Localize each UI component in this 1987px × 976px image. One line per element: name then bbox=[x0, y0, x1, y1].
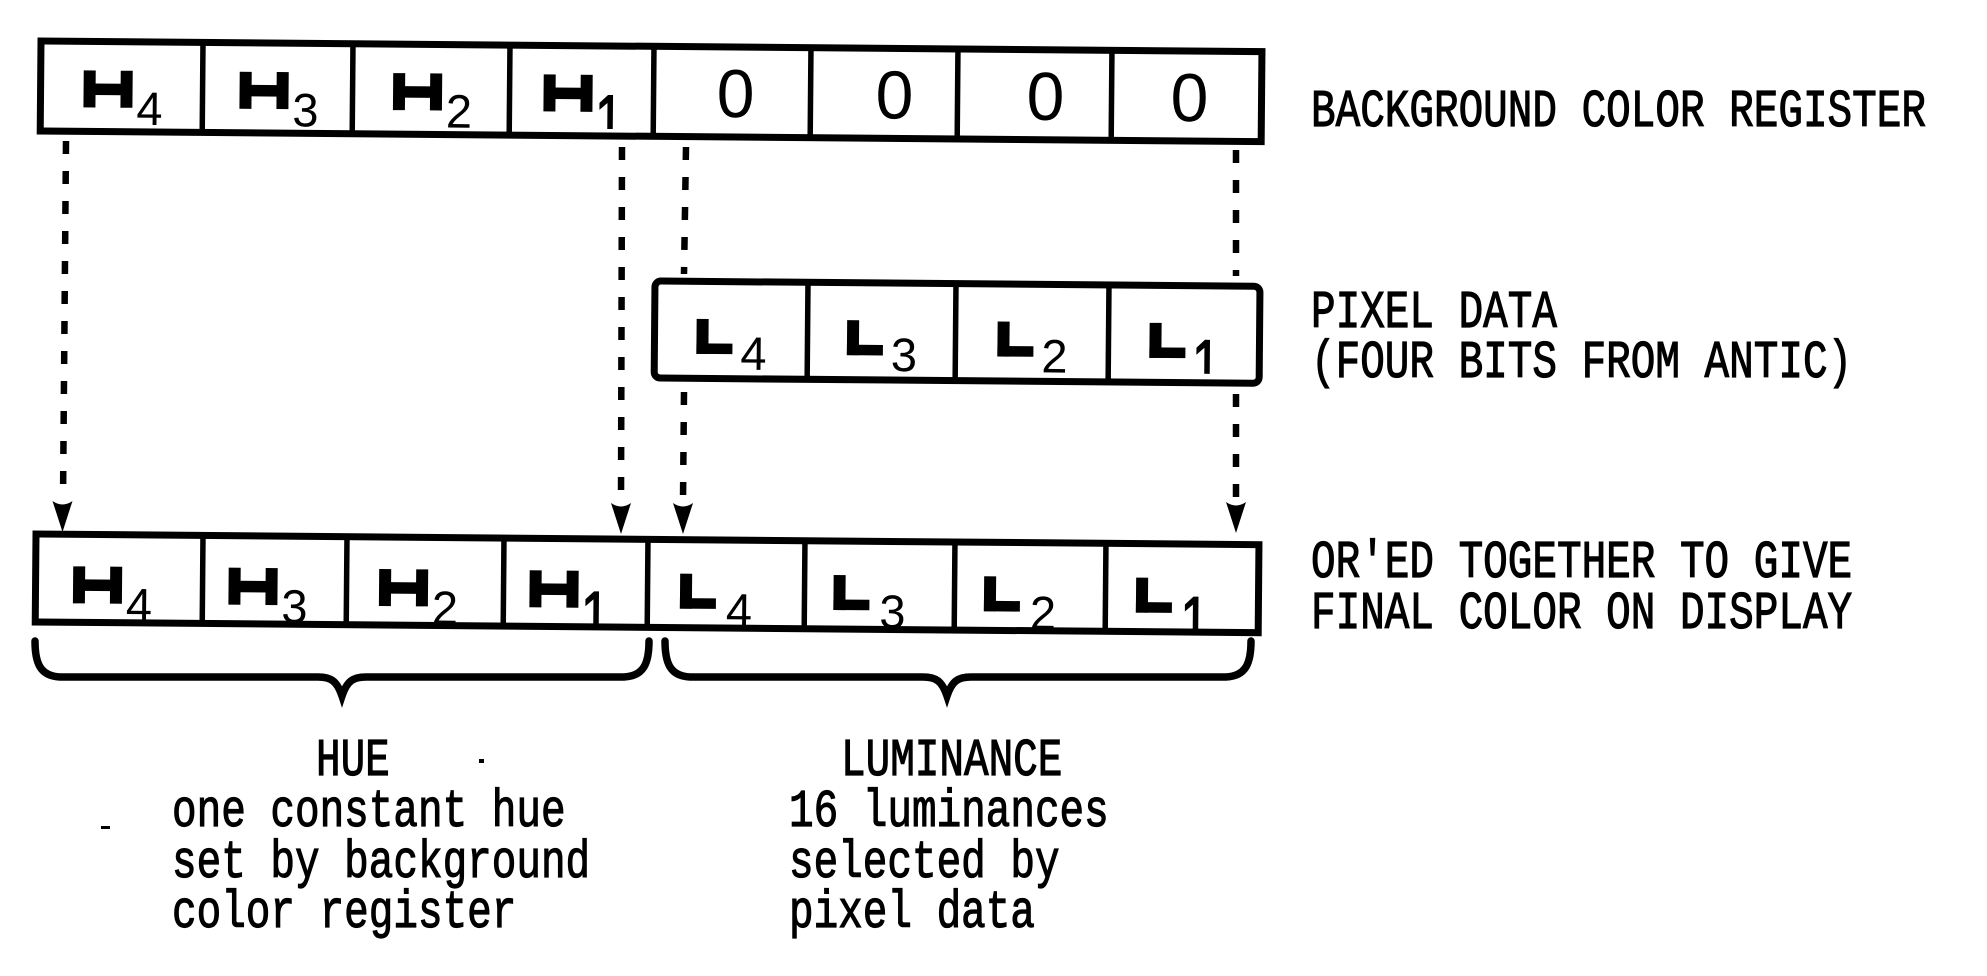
svg-text:OR'ED TOGETHER TO GIVE: OR'ED TOGETHER TO GIVE bbox=[1311, 535, 1852, 594]
svg-text:4: 4 bbox=[126, 578, 153, 631]
svg-text:PIXEL DATA: PIXEL DATA bbox=[1311, 285, 1558, 344]
svg-text:0: 0 bbox=[1170, 60, 1208, 136]
svg-text:selected by: selected by bbox=[789, 835, 1060, 894]
svg-text:4: 4 bbox=[740, 327, 767, 380]
svg-text:pixel data: pixel data bbox=[789, 885, 1035, 944]
svg-text:3: 3 bbox=[292, 83, 319, 136]
svg-text:2: 2 bbox=[446, 85, 473, 138]
svg-text:2: 2 bbox=[1030, 586, 1057, 639]
svg-text:3: 3 bbox=[879, 585, 906, 638]
svg-text:2: 2 bbox=[432, 581, 459, 634]
svg-text:(FOUR BITS FROM ANTIC): (FOUR BITS FROM ANTIC) bbox=[1311, 335, 1852, 394]
svg-text:0: 0 bbox=[716, 56, 754, 132]
svg-text:4: 4 bbox=[136, 82, 163, 135]
svg-text:3: 3 bbox=[891, 328, 918, 381]
svg-text:one constant hue: one constant hue bbox=[172, 784, 566, 843]
svg-text:HUE: HUE bbox=[316, 733, 390, 792]
svg-text:0: 0 bbox=[875, 57, 913, 133]
svg-text:3: 3 bbox=[281, 580, 308, 633]
svg-text:2: 2 bbox=[1041, 329, 1068, 382]
svg-text:FINAL COLOR ON DISPLAY: FINAL COLOR ON DISPLAY bbox=[1311, 586, 1852, 645]
svg-text:0: 0 bbox=[1026, 59, 1064, 135]
svg-text:color register: color register bbox=[172, 885, 516, 944]
svg-text:set by background: set by background bbox=[172, 835, 590, 894]
svg-text:LUMINANCE: LUMINANCE bbox=[841, 733, 1062, 792]
svg-text:4: 4 bbox=[726, 584, 753, 637]
svg-text:BACKGROUND COLOR REGISTER: BACKGROUND COLOR REGISTER bbox=[1311, 84, 1926, 143]
svg-text:16 luminances: 16 luminances bbox=[789, 784, 1109, 843]
